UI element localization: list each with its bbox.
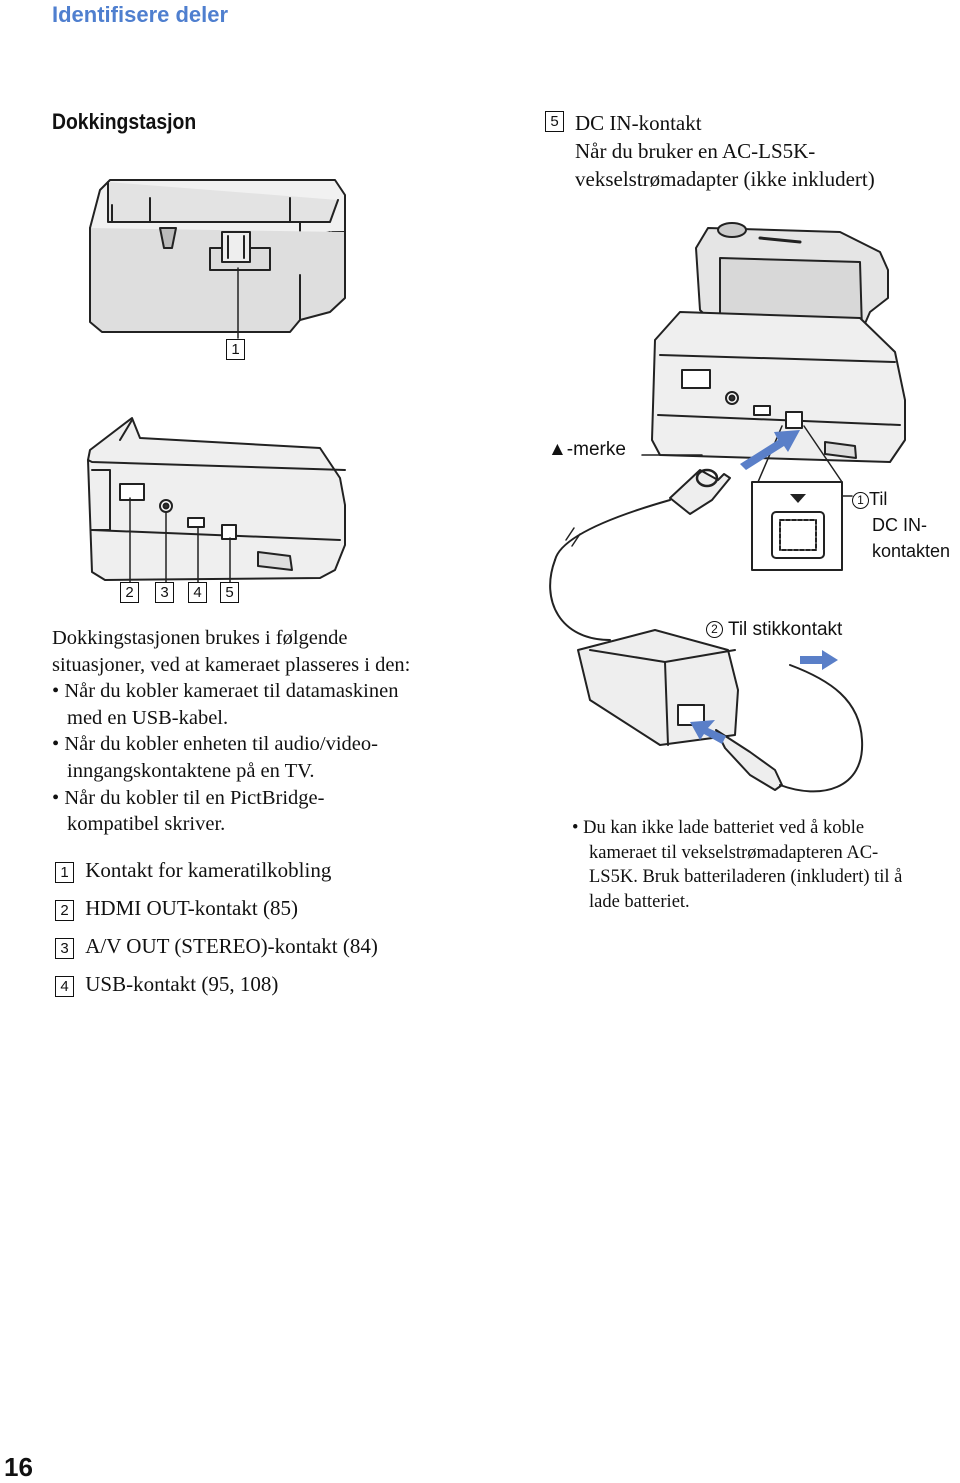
page-header: Identifisere deler <box>52 2 229 27</box>
camera-dock-illustration <box>651 222 906 463</box>
intro-line-1: Dokkingstasjonen brukes i følgende <box>52 627 348 649</box>
bullet-2: • Når du kobler enheten til audio/video- <box>52 733 378 756</box>
ac-adapter-illustration <box>549 468 864 793</box>
item5-line3: vekselstrømadapter (ikke inkludert) <box>575 167 875 191</box>
item5-number-box: 5 <box>545 111 564 132</box>
note-text: • Du kan ikke lade batteriet ved å koble… <box>572 818 903 912</box>
adapter-arrow <box>690 720 726 744</box>
callout-4: 4 <box>188 582 207 603</box>
callout-3: 3 <box>155 582 174 603</box>
outlet-arrow <box>800 650 838 670</box>
bullet-1: • Når du kobler kameraet til datamaskine… <box>52 680 399 703</box>
item5-description: DC IN-kontakt Når du bruker en AC-LS5K- … <box>575 109 875 193</box>
legend-item-3: 3 A/V OUT (STEREO)-kontakt (84) <box>55 934 378 959</box>
marker-label: ▲-merke <box>548 439 626 460</box>
page-number: 16 <box>4 1452 33 1482</box>
callout-2: 2 <box>120 582 139 603</box>
plug-arrow <box>740 430 800 470</box>
item5-line2: Når du bruker en AC-LS5K- <box>575 139 816 163</box>
item5-label: 5 <box>545 111 564 132</box>
intro-line-2: situasjoner, ved at kameraet plasseres i… <box>52 653 411 676</box>
callout-5: 5 <box>220 582 239 603</box>
legend-item-4: 4 USB-kontakt (95, 108) <box>55 972 278 997</box>
callout-1: 1 <box>226 339 245 360</box>
step-2-circle: 2 <box>706 621 723 639</box>
dc-in-closeup <box>751 481 843 571</box>
legend-item-1: 1 Kontakt for kameratilkobling <box>55 858 331 883</box>
dock-rear-illustration <box>87 417 346 581</box>
legend-item-2: 2 HDMI OUT-kontakt (85) <box>55 896 298 921</box>
bullet-3: • Når du kobler til en PictBridge- <box>52 786 325 809</box>
step-1-circle: 1 <box>852 491 869 509</box>
intro-text: Dokkingstasjonen brukes i følgende situa… <box>52 627 411 836</box>
section-title: Dokkingstasjon <box>52 109 197 134</box>
to-outlet-label: 2 Til stikkontakt <box>706 619 842 641</box>
item5-title: DC IN-kontakt <box>575 111 702 135</box>
dock-top-illustration <box>89 179 346 333</box>
